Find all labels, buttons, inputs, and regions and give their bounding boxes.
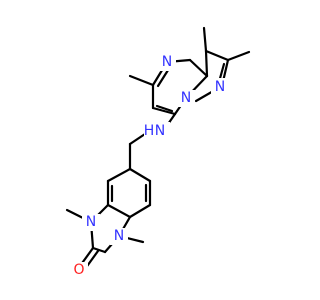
- bond: [128, 203, 152, 219]
- bond: [202, 26, 208, 53]
- benzimidazolone-nitrogen-right-label: N: [114, 228, 124, 244]
- ring-nitrogen-top-label: N: [162, 54, 172, 70]
- benzimidazolone-nitrogen-left-label: N: [86, 214, 96, 230]
- molecule-structure-diagram: N N N N H N N O: [65, 26, 251, 279]
- bond: [226, 50, 251, 62]
- benzimidazolone-core: [65, 167, 152, 271]
- atom-mask: [70, 262, 88, 279]
- atom-mask: [177, 90, 195, 107]
- bond: [188, 58, 209, 78]
- ring-nitrogen-bridge-label: N: [181, 90, 191, 106]
- atom-mask: [211, 78, 229, 95]
- atom-mask: [158, 54, 176, 71]
- ring-nitrogen-right-label: N: [215, 79, 225, 95]
- atom-mask: [110, 228, 128, 245]
- bond: [106, 167, 132, 183]
- bond: [155, 104, 174, 113]
- atom-mask: [144, 122, 170, 140]
- amine-nitrogen-label: N: [155, 123, 165, 139]
- bond: [151, 106, 177, 116]
- bond: [128, 167, 152, 183]
- bond: [204, 49, 230, 62]
- bond: [91, 246, 107, 254]
- atom-labels: N N N N H N N O: [70, 54, 229, 279]
- bond: [204, 49, 209, 78]
- carbonyl-oxygen-label: O: [73, 262, 84, 278]
- amine-hydrogen-label: H: [144, 123, 155, 139]
- bond: [106, 203, 132, 219]
- atom-mask: [82, 214, 100, 231]
- bond: [128, 74, 155, 87]
